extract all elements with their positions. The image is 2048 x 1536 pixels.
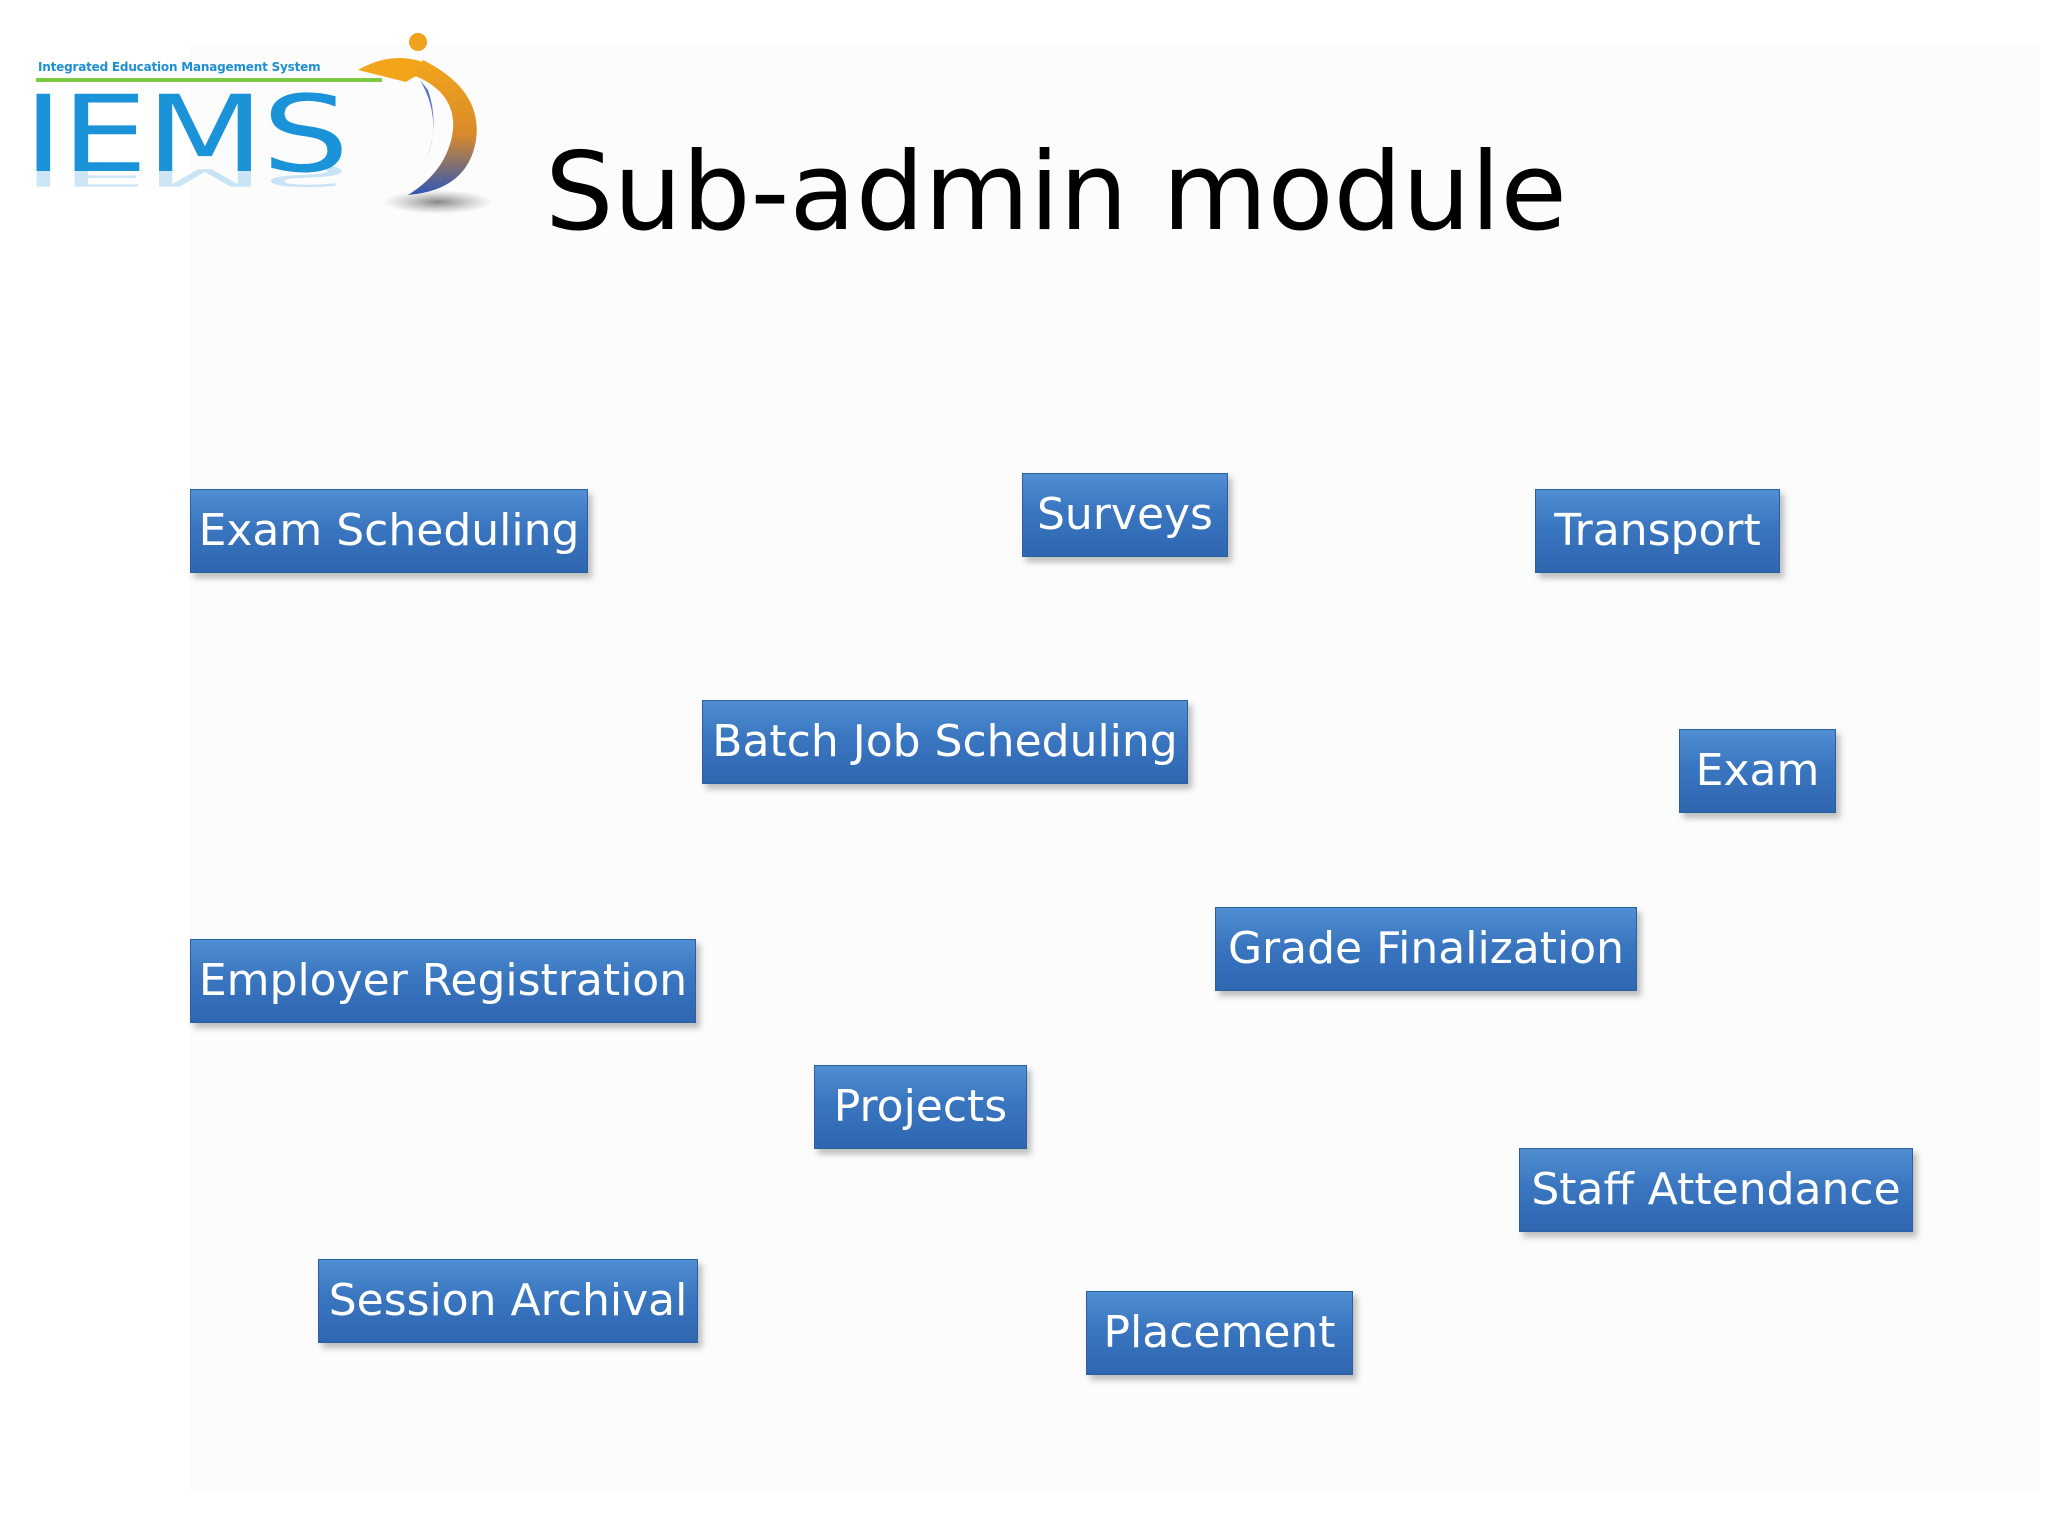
module-surveys: Surveys [1022, 473, 1228, 557]
module-batch-job-scheduling: Batch Job Scheduling [702, 700, 1188, 784]
page-title: Sub-admin module [545, 130, 1567, 255]
module-exam-scheduling: Exam Scheduling [190, 489, 588, 573]
module-exam: Exam [1679, 729, 1836, 813]
logo-underline [36, 78, 382, 82]
module-grade-finalization: Grade Finalization [1215, 907, 1637, 991]
module-transport: Transport [1535, 489, 1780, 573]
swoosh-figure-icon [358, 33, 493, 214]
logo-wordmark: IEMS [23, 73, 349, 196]
module-staff-attendance: Staff Attendance [1519, 1148, 1913, 1232]
module-employer-registration: Employer Registration [190, 939, 696, 1023]
module-placement: Placement [1086, 1291, 1353, 1375]
iems-logo: Integrated Education Management System I… [23, 30, 498, 225]
logo-tagline: Integrated Education Management System [38, 60, 321, 74]
module-projects: Projects [814, 1065, 1027, 1149]
module-session-archival: Session Archival [318, 1259, 698, 1343]
